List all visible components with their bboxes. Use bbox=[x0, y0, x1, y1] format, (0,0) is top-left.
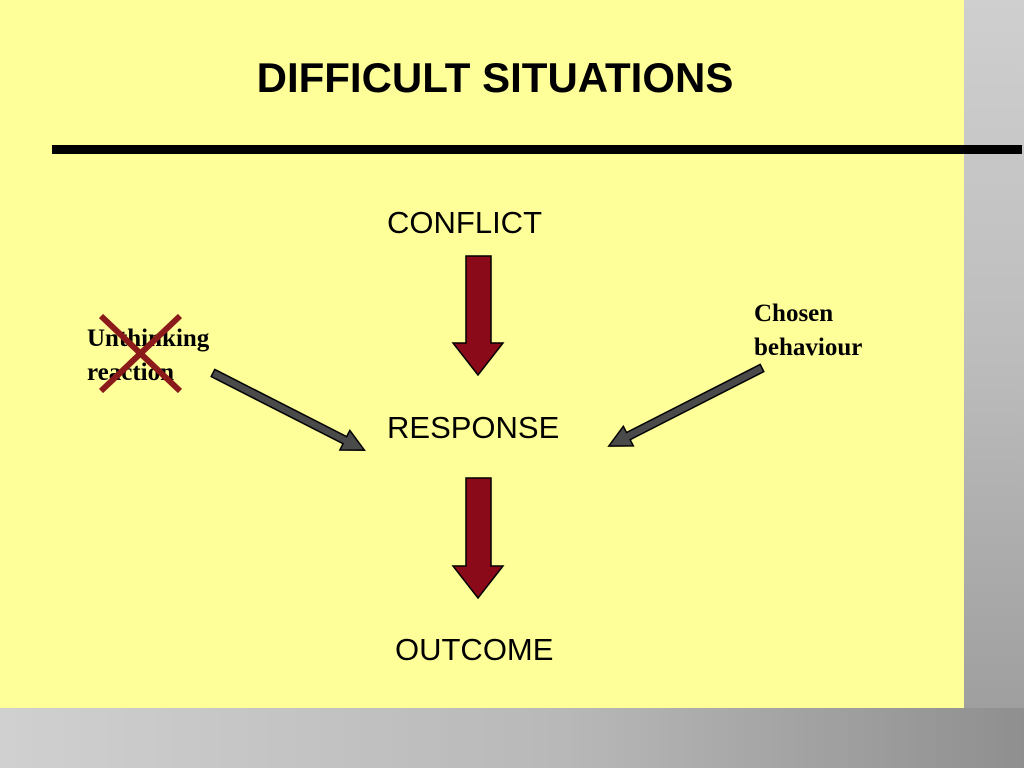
x-mark-icon bbox=[98, 313, 183, 394]
title-underline bbox=[52, 145, 1022, 154]
diagram-arrows bbox=[98, 255, 765, 600]
down-arrow-icon-conflict-to-response bbox=[451, 255, 505, 377]
diagonal-arrow-icon-left bbox=[210, 368, 366, 451]
label-chosen-behaviour: Chosen behaviour bbox=[754, 297, 862, 365]
label-chosen-line2: behaviour bbox=[754, 334, 863, 361]
label-chosen-line1: Chosen bbox=[754, 300, 834, 327]
node-conflict: CONFLICT bbox=[387, 205, 542, 240]
diagonal-arrow-icon-right bbox=[607, 363, 765, 447]
slide-title: DIFFICULT SITUATIONS bbox=[256, 54, 734, 101]
slide-shadow-right bbox=[964, 0, 1024, 768]
node-outcome: OUTCOME bbox=[395, 632, 554, 667]
down-arrow-icon-response-to-outcome bbox=[451, 477, 505, 600]
slide-shadow-bottom bbox=[0, 708, 1024, 768]
node-response: RESPONSE bbox=[387, 410, 560, 445]
label-unthinking-reaction: Unthinking reaction bbox=[87, 322, 209, 390]
